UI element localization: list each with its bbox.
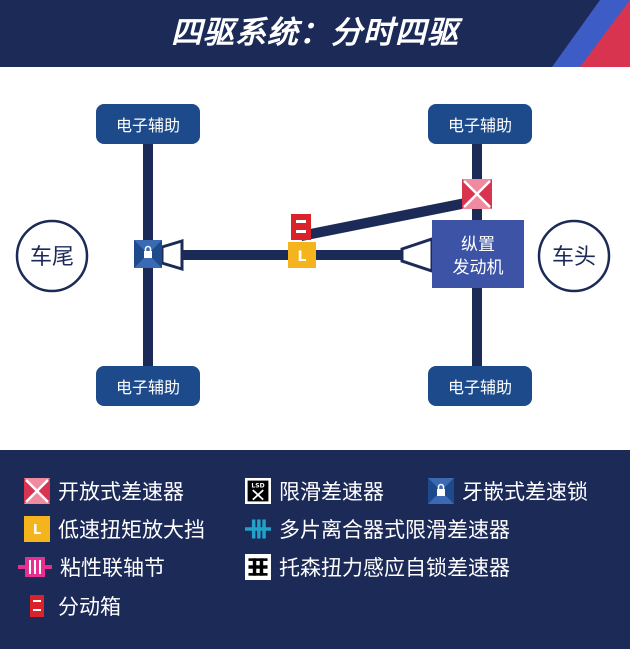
engine-output-housing: [400, 236, 434, 274]
legend-item-limited-slip-differential: LSD 限滑差速器: [245, 476, 384, 506]
wheel-front-left: 电子辅助: [428, 366, 532, 406]
legend-item-torsen: 托森扭力感应自锁差速器: [245, 552, 510, 582]
legend: 开放式差速器 LSD 限滑差速器 牙嵌式差速锁: [0, 450, 630, 649]
low-range-icon-text: L: [33, 523, 41, 538]
transfer-case-icon: [24, 593, 50, 619]
legend-item-open-differential: 开放式差速器: [24, 476, 184, 506]
wheel-rear-left-label: 电子辅助: [116, 116, 180, 135]
low-range-icon: L: [24, 516, 50, 542]
front-open-differential-icon: [462, 179, 492, 209]
drivetrain-diagram: 电子辅助 电子辅助 电子辅助 电子辅助 车尾 车头 纵置 发动机 L: [15, 104, 611, 406]
legend-label-open-differential: 开放式差速器: [58, 480, 184, 504]
torsen-differential-icon: [245, 554, 271, 580]
legend-label-transfer-case: 分动箱: [58, 595, 121, 619]
wheel-front-right-label: 电子辅助: [448, 116, 512, 135]
corner-stripes-decoration: [552, 0, 630, 67]
rear-locking-differential-icon: [134, 240, 162, 268]
front-circle: [537, 219, 611, 293]
legend-label-torsen: 托森扭力感应自锁差速器: [279, 556, 510, 580]
lsd-icon-text: LSD: [251, 483, 264, 490]
header: 四驱系统：分时四驱: [0, 0, 630, 67]
legend-item-multi-plate-clutch: 多片离合器式限滑差速器: [245, 514, 510, 544]
wheel-front-left-label: 电子辅助: [448, 378, 512, 397]
multi-plate-clutch-icon: [245, 516, 271, 542]
legend-item-locking-differential: 牙嵌式差速锁: [428, 476, 588, 506]
low-range-letter: L: [298, 249, 307, 265]
limited-slip-differential-icon: LSD: [245, 478, 271, 504]
rear-label: 车尾: [30, 245, 74, 270]
engine-box: [432, 220, 524, 288]
page-title: 四驱系统：分时四驱: [171, 15, 459, 51]
rear-diff-housing: [160, 238, 184, 272]
transfer-case-icon: [291, 214, 311, 240]
open-differential-icon: [24, 478, 50, 504]
legend-item-low-range: L 低速扭矩放大挡: [24, 514, 205, 544]
low-range-icon: L: [288, 242, 316, 268]
viscous-coupling-icon: [18, 554, 52, 580]
legend-label-viscous-coupling: 粘性联轴节: [60, 556, 165, 580]
legend-label-low-range: 低速扭矩放大挡: [58, 518, 205, 542]
legend-label-multi-plate-clutch: 多片离合器式限滑差速器: [279, 518, 510, 542]
locking-differential-icon: [428, 478, 454, 504]
legend-item-viscous-coupling: 粘性联轴节: [18, 552, 165, 582]
front-label: 车头: [552, 245, 596, 270]
front-driveshaft: [300, 197, 472, 241]
wheel-front-right: 电子辅助: [428, 104, 532, 144]
wheel-rear-right: 电子辅助: [96, 366, 200, 406]
wheel-rear-right-label: 电子辅助: [116, 378, 180, 397]
wheel-rear-left: 电子辅助: [96, 104, 200, 144]
legend-item-transfer-case: 分动箱: [24, 591, 121, 621]
engine-label-line2: 发动机: [453, 258, 504, 278]
engine-label-line1: 纵置: [461, 235, 495, 255]
legend-label-locking-differential: 牙嵌式差速锁: [462, 480, 588, 504]
legend-label-limited-slip-differential: 限滑差速器: [279, 480, 384, 504]
rear-circle: [15, 219, 89, 293]
